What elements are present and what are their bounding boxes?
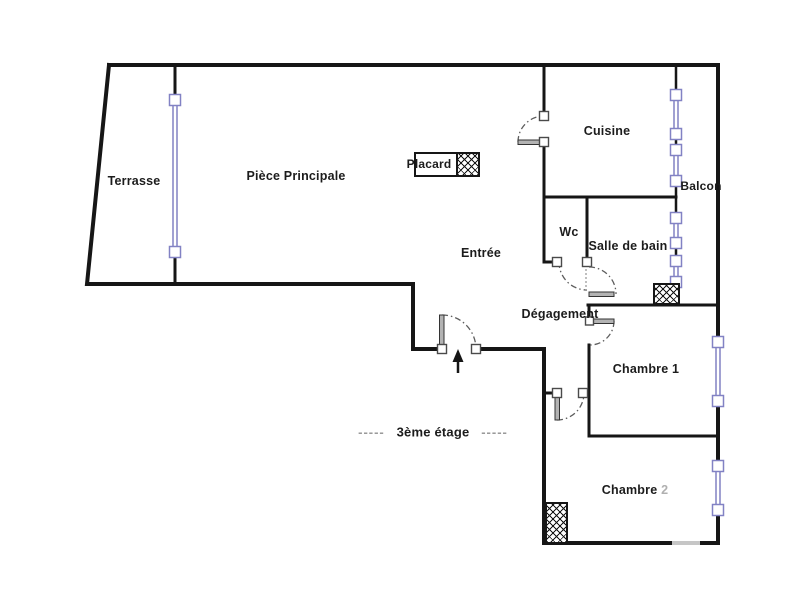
- wc-door: [551, 256, 593, 291]
- balcony-hatched-column: [653, 283, 680, 305]
- entry-door: [436, 314, 482, 355]
- room-label-terrasse: Terrasse: [107, 174, 161, 188]
- chambre2-hatched-column: [545, 502, 568, 544]
- balcony-windows: [669, 88, 683, 289]
- room-label-chambre2: Chambre 2: [601, 483, 669, 497]
- room-label-balcon: Balcon: [680, 179, 722, 193]
- room-label-salle-de-bain: Salle de bain: [588, 239, 668, 253]
- room-label-chambre2-number: 2: [661, 483, 669, 497]
- entrance-arrow-icon: [452, 349, 464, 373]
- floor-indicator-dashes-left: -----: [358, 424, 385, 440]
- corridor-door: [551, 387, 589, 421]
- room-label-wc: Wc: [559, 225, 579, 239]
- room-label-piece-principale: Pièce Principale: [246, 169, 346, 183]
- floor-indicator-label: 3ème étage: [396, 424, 470, 440]
- room-label-entree: Entrée: [460, 246, 502, 260]
- room-label-cuisine: Cuisine: [583, 124, 631, 138]
- salle-de-bain-door: [588, 266, 617, 297]
- room-label-placard: Placard: [406, 157, 452, 171]
- terrasse-window: [168, 93, 182, 259]
- chambre1-window: [711, 335, 725, 408]
- inner-walls: [173, 63, 720, 438]
- placard-hatched-column: [456, 152, 480, 177]
- floor-indicator: ----- 3ème étage -----: [358, 425, 508, 440]
- room-label-chambre1: Chambre 1: [612, 362, 680, 376]
- chambre1-door: [584, 316, 615, 346]
- room-label-degagement: Dégagement: [521, 307, 599, 321]
- cuisine-door: [517, 110, 550, 148]
- chambre2-window: [711, 459, 725, 517]
- floor-indicator-dashes-right: -----: [481, 424, 508, 440]
